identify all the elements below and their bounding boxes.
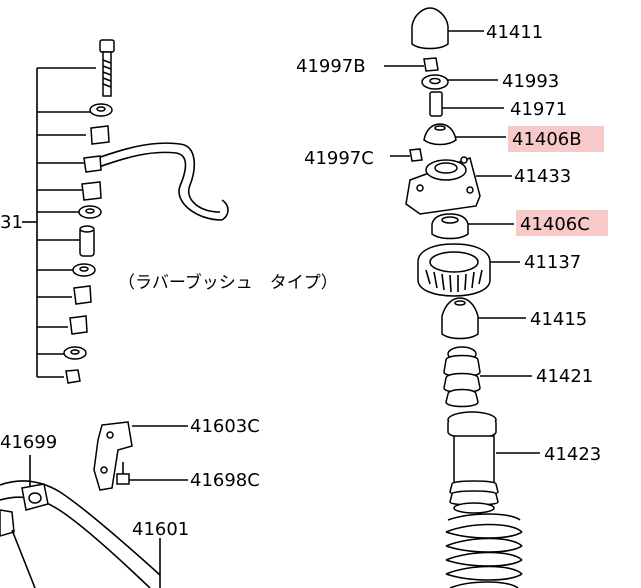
part-label-41433: 41433 [514,166,571,187]
lock-nut [65,369,81,384]
strut-mount-stack: 41411 41997B 41993 41971 41406B 41997C 4 [296,7,608,588]
part-label-41137: 41137 [524,252,581,273]
bracket-bolt [116,473,130,485]
stabilizer-bar [91,142,221,213]
part-label-41997C: 41997C [304,148,374,169]
part-label-41993: 41993 [502,71,559,92]
part-label-41698C: 41698C [190,470,260,491]
stabilizer-bar-assembly: 41699 41601 41603C 41698C [0,416,260,588]
stabilizer-link-kit: 31 [0,39,229,384]
part-label-41406C: 41406C [520,214,590,235]
part-label-41421: 41421 [536,366,593,387]
lower-mount-bushing [431,213,469,240]
coil-spring [445,513,523,588]
rubber-bushing [90,125,110,145]
highlight-41406B [508,126,604,152]
part-label-41997B: 41997B [296,56,366,77]
dust-cap [411,7,449,50]
distance-collar [429,91,443,117]
bump-stop-seat [441,297,479,340]
part-label-41971: 41971 [510,99,567,120]
link-bolt [99,39,115,53]
part-label-41411: 41411 [486,22,543,43]
rubber-bush-type-note: （ラバーブッシュ タイプ） [118,272,338,293]
part-label-41415: 41415 [530,309,587,330]
bump-stop [443,346,481,408]
part-label-31: 31 [0,212,23,233]
part-label-41601: 41601 [132,519,189,540]
highlight-41406C [516,210,608,236]
dust-boot [447,411,499,514]
part-label-41423: 41423 [544,444,601,465]
top-nut [423,57,439,72]
mount-nut [409,148,423,162]
part-label-41699: 41699 [0,432,57,453]
upper-mount-bushing [423,123,457,146]
part-label-41603C: 41603C [190,416,260,437]
part-label-41406B: 41406B [512,129,582,150]
